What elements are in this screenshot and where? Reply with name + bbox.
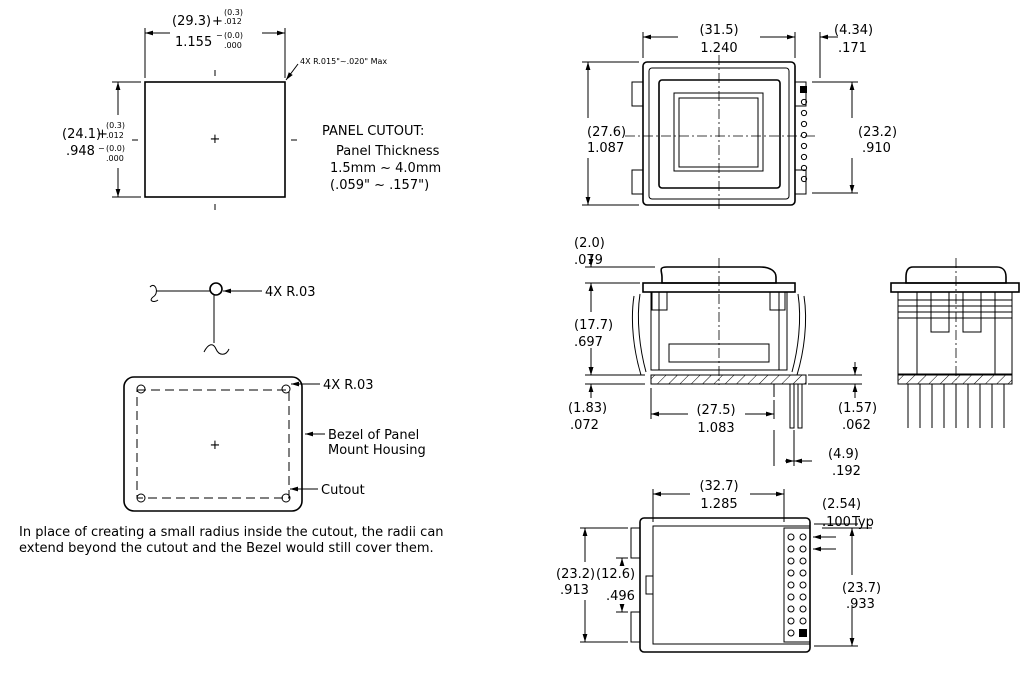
bottom-view: (32.7) 1.285 (2.54) .100 Typ (23.2) .913… (556, 479, 881, 653)
bottom-height-in: .913 (560, 583, 589, 598)
bezel-label-line2: Mount Housing (328, 443, 426, 458)
front-offset-mm: (4.34) (834, 23, 873, 38)
bezel-radius-label: 4X R.03 (323, 378, 374, 393)
side-depth-mm: (17.7) (574, 318, 613, 333)
bezel-note-line1: In place of creating a small radius insi… (19, 525, 444, 540)
cutout-width-tol-in-plus: .012 (224, 17, 242, 26)
cutout-width-tol-mm-minus: (0.0) (224, 31, 243, 40)
cutout-height-tol-in-minus: .000 (106, 154, 124, 163)
cutout-height-tol-in-plus: .012 (106, 131, 124, 140)
panel-cutout-title: PANEL CUTOUT: (322, 124, 424, 139)
bottom-outer-in: .933 (846, 597, 875, 612)
cutout-width-mm: (29.3) (172, 14, 211, 29)
svg-text:+: + (210, 438, 221, 453)
front-inner-height-in: .910 (862, 141, 891, 156)
panel-thickness-mm: 1.5mm ~ 4.0mm (330, 161, 441, 176)
front-height-mm: (27.6) (587, 125, 626, 140)
svg-text:+: + (97, 127, 108, 142)
cutout-corner-note: 4X R.015"~.020" Max (300, 57, 387, 66)
side-depth-in: .697 (574, 335, 603, 350)
bottom-inner-in: .496 (606, 589, 635, 604)
bezel-label-line1: Bezel of Panel (328, 428, 419, 443)
bottom-outer-mm: (23.7) (842, 581, 881, 596)
front-view: (31.5) 1.240 (4.34) .171 (27.6) 1.087 (2… (582, 23, 897, 212)
end-view (890, 258, 1020, 428)
bottom-inner-mm: (12.6) (596, 567, 635, 582)
bottom-width-mm: (32.7) (699, 479, 738, 494)
panel-cutout-view: + (29.3) + 1.155 (0.3) .012 − (0.0) .000… (62, 8, 441, 210)
cutout-dashed-outline (136, 389, 290, 499)
bottom-pitch-mm: (2.54) (822, 497, 861, 512)
bottom-pitch-note: Typ (851, 515, 874, 530)
bezel-detail: + 4X R.03 Bezel of Panel Mount Housing C… (19, 376, 444, 556)
cutout-height-tol-mm-plus: (0.3) (106, 121, 125, 130)
front-inner-height-mm: (23.2) (858, 125, 897, 140)
svg-text:+: + (212, 14, 223, 29)
svg-text:−: − (98, 144, 105, 153)
cutout-width-tol-in-minus: .000 (224, 41, 242, 50)
cutout-width-in: 1.155 (175, 35, 212, 50)
cutout-height-mm: (24.1) (62, 127, 101, 142)
bezel-outline (123, 376, 303, 512)
cutout-height-tol-mm-minus: (0.0) (106, 144, 125, 153)
cutout-center-mark: + (210, 132, 221, 147)
front-height-in: 1.087 (587, 141, 624, 156)
cutout-width-tol-mm-plus: (0.3) (224, 8, 243, 17)
panel-thickness-in: (.059" ~ .157") (330, 178, 429, 193)
cutout-height-in: .948 (66, 144, 95, 159)
side-pin-len-in: .192 (832, 464, 861, 479)
side-body-in: 1.083 (697, 421, 734, 436)
radius-detail-label: 4X R.03 (265, 285, 316, 300)
cutout-outline (144, 81, 286, 198)
front-width-in: 1.240 (700, 41, 737, 56)
cutout-label: Cutout (321, 483, 365, 498)
side-pcb-in: .072 (570, 418, 599, 433)
bottom-width-in: 1.285 (700, 497, 737, 512)
bottom-height-mm: (23.2) (556, 567, 595, 582)
panel-thickness-label: Panel Thickness (336, 144, 440, 159)
side-pin-len-mm: (4.9) (828, 447, 859, 462)
svg-text:−: − (216, 31, 223, 40)
radius-detail: 4X R.03 (149, 282, 316, 355)
front-offset-in: .171 (838, 41, 867, 56)
front-width-mm: (31.5) (699, 23, 738, 38)
bottom-pitch-in: .100 (822, 515, 851, 530)
side-pin-mm: (1.57) (838, 401, 877, 416)
side-bezel-mm: (2.0) (574, 236, 605, 251)
side-bezel-in: .079 (574, 253, 603, 268)
side-pin-in: .062 (842, 418, 871, 433)
side-pcb-mm: (1.83) (568, 401, 607, 416)
side-body-mm: (27.5) (696, 403, 735, 418)
side-view: (2.0) .079 (17.7) .697 (1.83) .072 (27.5… (568, 236, 877, 479)
bezel-note-line2: extend beyond the cutout and the Bezel w… (19, 541, 434, 556)
